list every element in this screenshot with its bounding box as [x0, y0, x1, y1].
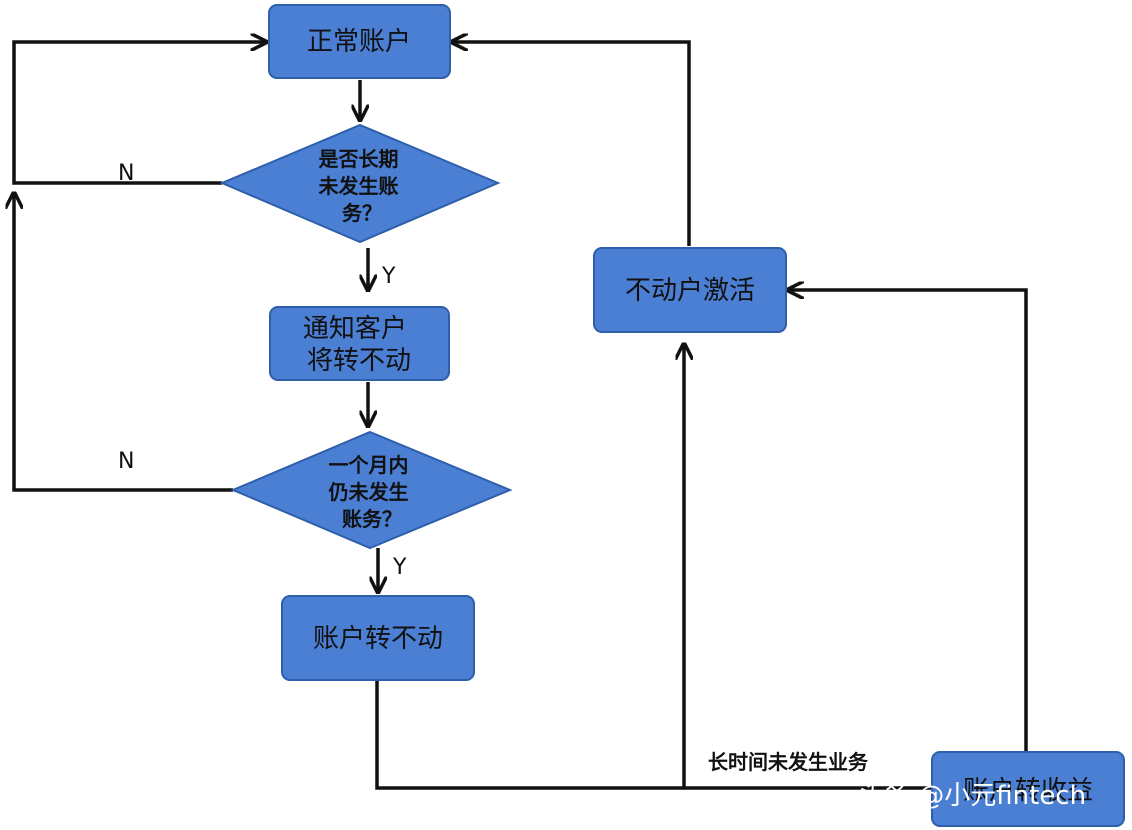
edge-activation-to-normal: [452, 42, 691, 246]
edge-label-long-time-no-activity: 长时间未发生业务: [708, 750, 869, 774]
edges: [12, 42, 1028, 790]
node-dormant-activation: 不动户激活: [593, 247, 787, 333]
node-notify-customer-label: 通知客户 将转不动: [303, 314, 415, 376]
edge-dormant-to-activation: [375, 344, 684, 790]
node-dormant-activation-label: 不动户激活: [625, 276, 755, 306]
node-notify-customer: 通知客户 将转不动: [269, 306, 450, 381]
decision-long-no-activity: 是否长期 未发生账 务？: [219, 123, 501, 244]
edge-escheat-to-activation: [788, 290, 1028, 752]
node-normal-account: 正常账户: [268, 4, 451, 79]
node-account-escheat-label: 账户转收益: [963, 776, 1093, 806]
node-normal-account-label: 正常账户: [307, 27, 411, 57]
edge-label-no-2: N: [118, 449, 134, 474]
decision-month-no-activity-label: 一个月内 仍未发生 账务？: [328, 453, 416, 531]
edge-q2-no-loop: [14, 193, 233, 492]
watermark: 头条 @小元fintech: [858, 781, 1086, 811]
edge-label-no-1: N: [118, 161, 134, 186]
edge-label-yes-2: Y: [392, 555, 407, 580]
edge-label-yes-1: Y: [381, 264, 396, 289]
node-account-dormant: 账户转不动: [281, 595, 475, 681]
decision-month-no-activity: 一个月内 仍未发生 账务？: [230, 430, 513, 550]
node-account-dormant-label: 账户转不动: [313, 624, 443, 654]
decision-long-no-activity-label: 是否长期 未发生账 务？: [318, 147, 406, 225]
edge-q1-no-loop: [12, 42, 266, 185]
node-account-escheat: 账户转收益: [931, 751, 1125, 827]
